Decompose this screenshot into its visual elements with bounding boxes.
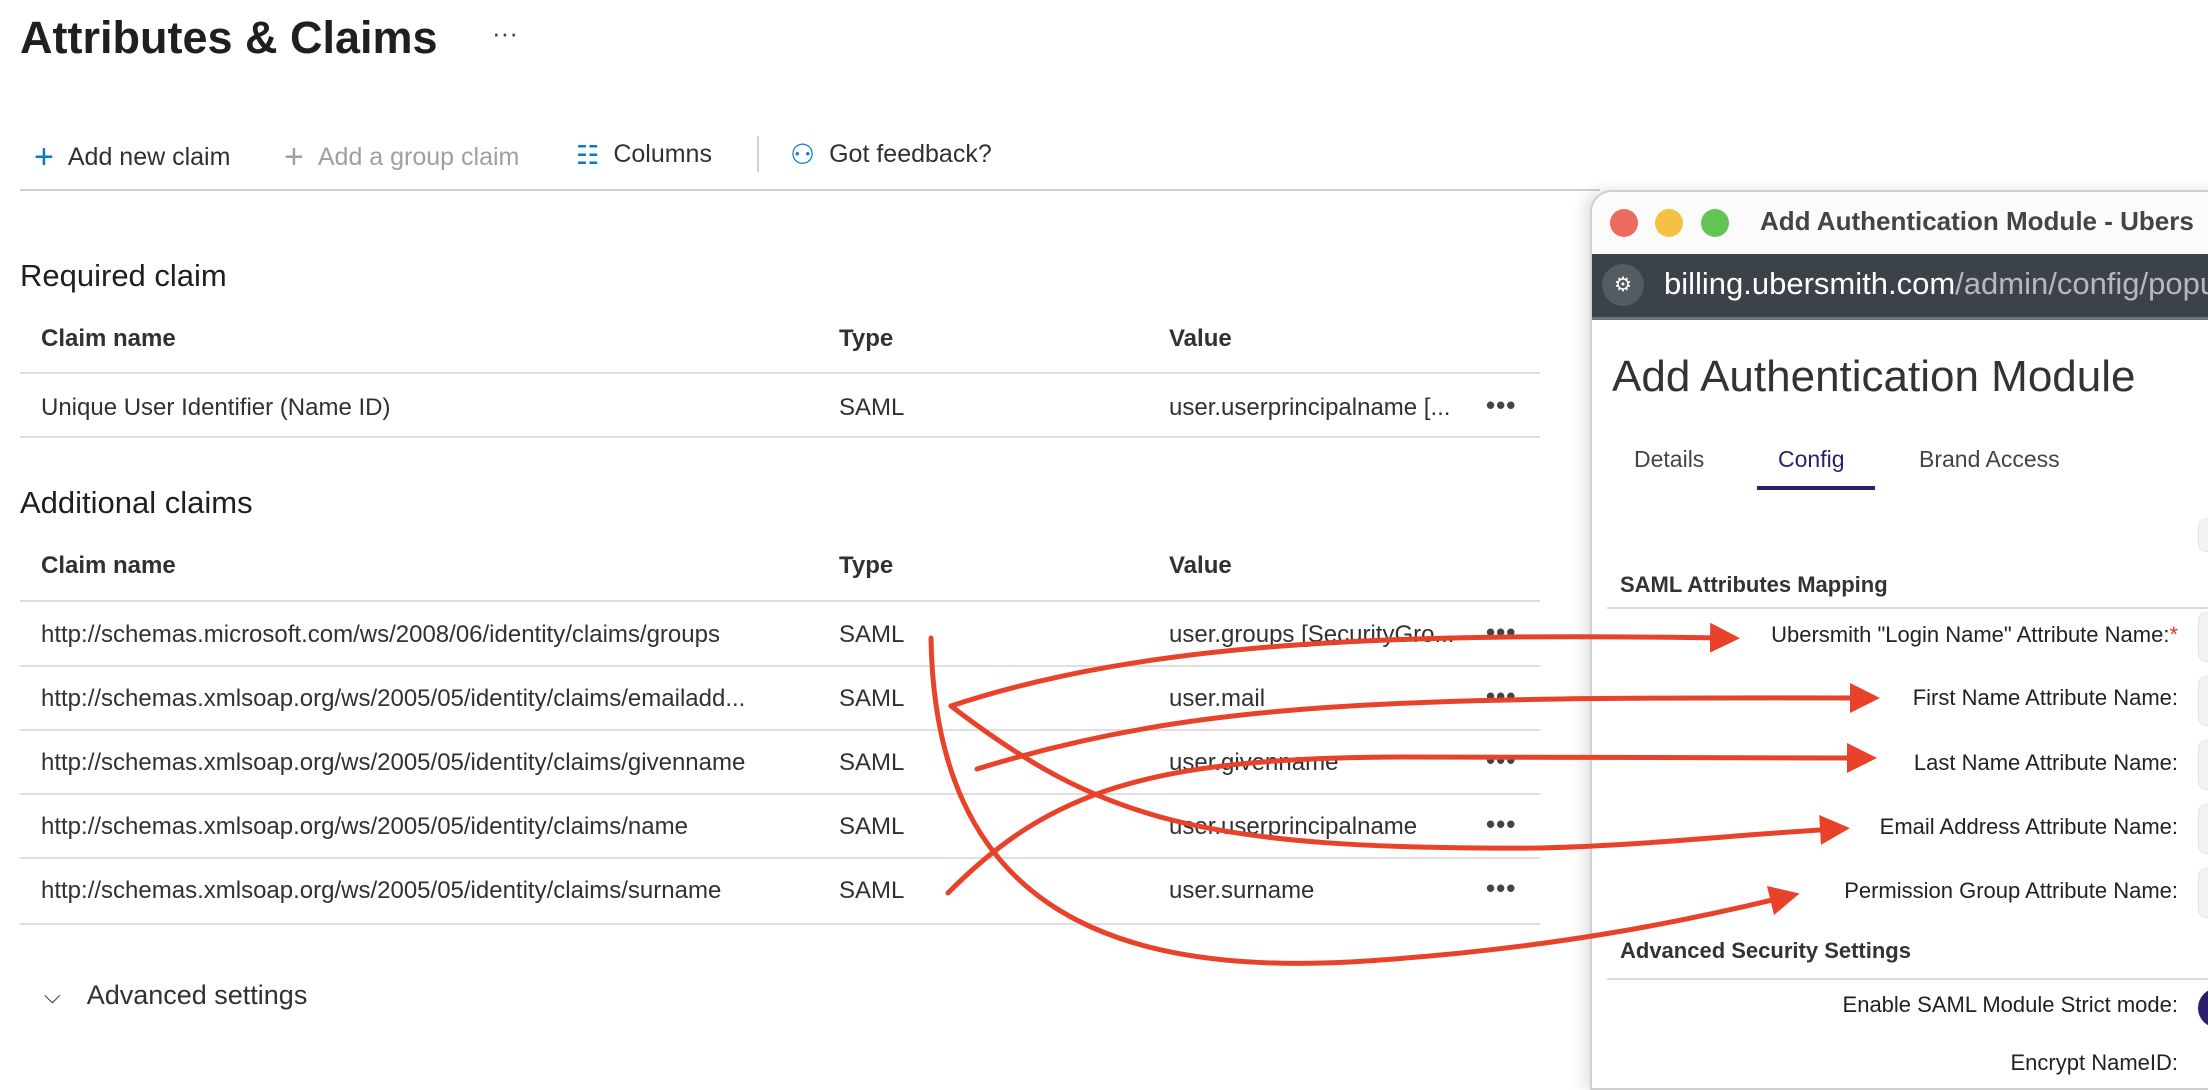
plus-icon: + xyxy=(284,138,304,176)
column-header-value[interactable]: Value xyxy=(1169,325,1232,352)
advanced-settings-label: Advanced settings xyxy=(86,980,308,1010)
add-new-claim-label: Add new claim xyxy=(67,142,231,171)
row-menu-button[interactable]: ••• xyxy=(1486,681,1517,711)
close-window-button[interactable] xyxy=(1610,209,1638,237)
row-menu-button[interactable]: ••• xyxy=(1486,873,1517,903)
minimize-window-button[interactable] xyxy=(1655,209,1683,237)
required-claim-heading: Required claim xyxy=(20,258,227,293)
login-name-input[interactable] xyxy=(2198,612,2208,662)
toolbar-divider xyxy=(757,136,759,172)
encrypt-nameid-label: Encrypt NameID: xyxy=(2010,1050,2179,1075)
email-address-input[interactable] xyxy=(2198,804,2208,854)
tab-brand-access[interactable]: Brand Access xyxy=(1919,446,2060,472)
login-name-label: Ubersmith "Login Name" Attribute Name:* xyxy=(1771,622,2178,648)
claim-name[interactable]: http://schemas.microsoft.com/ws/2008/06/… xyxy=(41,621,720,648)
divider xyxy=(20,372,1540,374)
tab-config[interactable]: Config xyxy=(1778,446,1845,472)
divider xyxy=(20,729,1540,731)
divider xyxy=(1607,607,2208,609)
claim-value: user.userprincipalname [... xyxy=(1169,394,1451,421)
claim-name[interactable]: http://schemas.xmlsoap.org/ws/2005/05/id… xyxy=(41,877,722,904)
add-group-claim-label: Add a group claim xyxy=(317,142,520,171)
maximize-window-button[interactable] xyxy=(1701,209,1729,237)
input-field[interactable] xyxy=(2198,518,2208,552)
claim-value: user.givenname xyxy=(1169,749,1339,776)
feedback-icon: ⚇ xyxy=(790,138,816,170)
claim-type: SAML xyxy=(839,394,905,421)
column-header-type[interactable]: Type xyxy=(839,325,894,352)
claim-value: user.mail xyxy=(1169,685,1266,712)
required-asterisk: * xyxy=(2169,622,2178,647)
claim-type: SAML xyxy=(839,813,905,840)
columns-label: Columns xyxy=(613,140,712,168)
url-host: billing.ubersmith.com xyxy=(1664,266,1956,301)
plus-icon: + xyxy=(34,138,54,176)
claim-name[interactable]: http://schemas.xmlsoap.org/ws/2005/05/id… xyxy=(41,813,688,840)
toolbar-divider-line xyxy=(20,189,1600,191)
feedback-button[interactable]: ⚇ Got feedback? xyxy=(790,140,992,169)
strict-mode-toggle[interactable] xyxy=(2198,988,2208,1028)
saml-mapping-heading: SAML Attributes Mapping xyxy=(1620,572,1888,597)
popup-heading: Add Authentication Module xyxy=(1612,352,2136,401)
url-path: /admin/config/popup xyxy=(1955,266,2208,301)
last-name-input[interactable] xyxy=(2198,740,2208,790)
claim-name[interactable]: http://schemas.xmlsoap.org/ws/2005/05/id… xyxy=(41,749,746,776)
divider xyxy=(20,436,1540,438)
divider xyxy=(20,857,1540,859)
add-new-claim-button[interactable]: + Add new claim xyxy=(34,140,230,174)
browser-popup-window: Add Authentication Module - Ubers ⚙ bill… xyxy=(1590,190,2208,1090)
more-options-button[interactable]: ··· xyxy=(492,18,518,48)
first-name-input[interactable] xyxy=(2198,676,2208,726)
claim-type: SAML xyxy=(839,749,905,776)
columns-button[interactable]: ☷ Columns xyxy=(576,140,712,169)
divider xyxy=(20,793,1540,795)
strict-mode-label: Enable SAML Module Strict mode: xyxy=(1842,992,2178,1017)
columns-icon: ☷ xyxy=(576,139,600,170)
window-titlebar: Add Authentication Module - Ubers xyxy=(1592,192,2208,254)
divider xyxy=(1607,978,2208,980)
claim-type: SAML xyxy=(839,877,905,904)
site-settings-icon[interactable]: ⚙ xyxy=(1602,264,1644,306)
chevron-down-icon: ⌵ xyxy=(44,982,61,1008)
add-group-claim-button[interactable]: + Add a group claim xyxy=(284,140,519,174)
last-name-label: Last Name Attribute Name: xyxy=(1913,750,2178,775)
tab-details[interactable]: Details xyxy=(1634,446,1705,472)
claim-value: user.userprincipalname xyxy=(1169,813,1418,840)
row-menu-button[interactable]: ••• xyxy=(1486,617,1517,647)
first-name-label: First Name Attribute Name: xyxy=(1912,685,2178,710)
divider xyxy=(20,665,1540,667)
row-menu-button[interactable]: ••• xyxy=(1486,390,1517,420)
security-settings-heading: Advanced Security Settings xyxy=(1620,938,1911,963)
column-header-claim-name[interactable]: Claim name xyxy=(41,325,176,352)
divider xyxy=(20,600,1540,602)
address-bar[interactable]: ⚙ billing.ubersmith.com/admin/config/pop… xyxy=(1592,254,2208,320)
row-menu-button[interactable]: ••• xyxy=(1486,745,1517,775)
column-header-value[interactable]: Value xyxy=(1169,552,1232,579)
claim-value: user.surname xyxy=(1169,877,1315,904)
claim-value: user.groups [SecurityGro... xyxy=(1169,621,1455,648)
active-tab-indicator xyxy=(1757,486,1875,490)
url-text[interactable]: billing.ubersmith.com/admin/config/popup xyxy=(1664,266,2208,302)
claim-type: SAML xyxy=(839,621,905,648)
column-header-type[interactable]: Type xyxy=(839,552,894,579)
email-address-label: Email Address Attribute Name: xyxy=(1879,814,2178,839)
column-header-claim-name[interactable]: Claim name xyxy=(41,552,176,579)
window-title: Add Authentication Module - Ubers xyxy=(1760,206,2194,236)
claim-name[interactable]: http://schemas.xmlsoap.org/ws/2005/05/id… xyxy=(41,685,746,712)
row-menu-button[interactable]: ••• xyxy=(1486,809,1517,839)
permission-group-label: Permission Group Attribute Name: xyxy=(1844,878,2178,903)
additional-claims-heading: Additional claims xyxy=(20,485,253,520)
advanced-settings-toggle[interactable]: ⌵ Advanced settings xyxy=(44,980,307,1011)
claim-type: SAML xyxy=(839,685,905,712)
page-title: Attributes & Claims xyxy=(20,12,438,63)
divider xyxy=(20,923,1540,925)
permission-group-input[interactable] xyxy=(2198,868,2208,918)
label-text: Ubersmith "Login Name" Attribute Name: xyxy=(1771,622,2170,647)
claim-name[interactable]: Unique User Identifier (Name ID) xyxy=(41,394,391,421)
feedback-label: Got feedback? xyxy=(829,140,992,168)
